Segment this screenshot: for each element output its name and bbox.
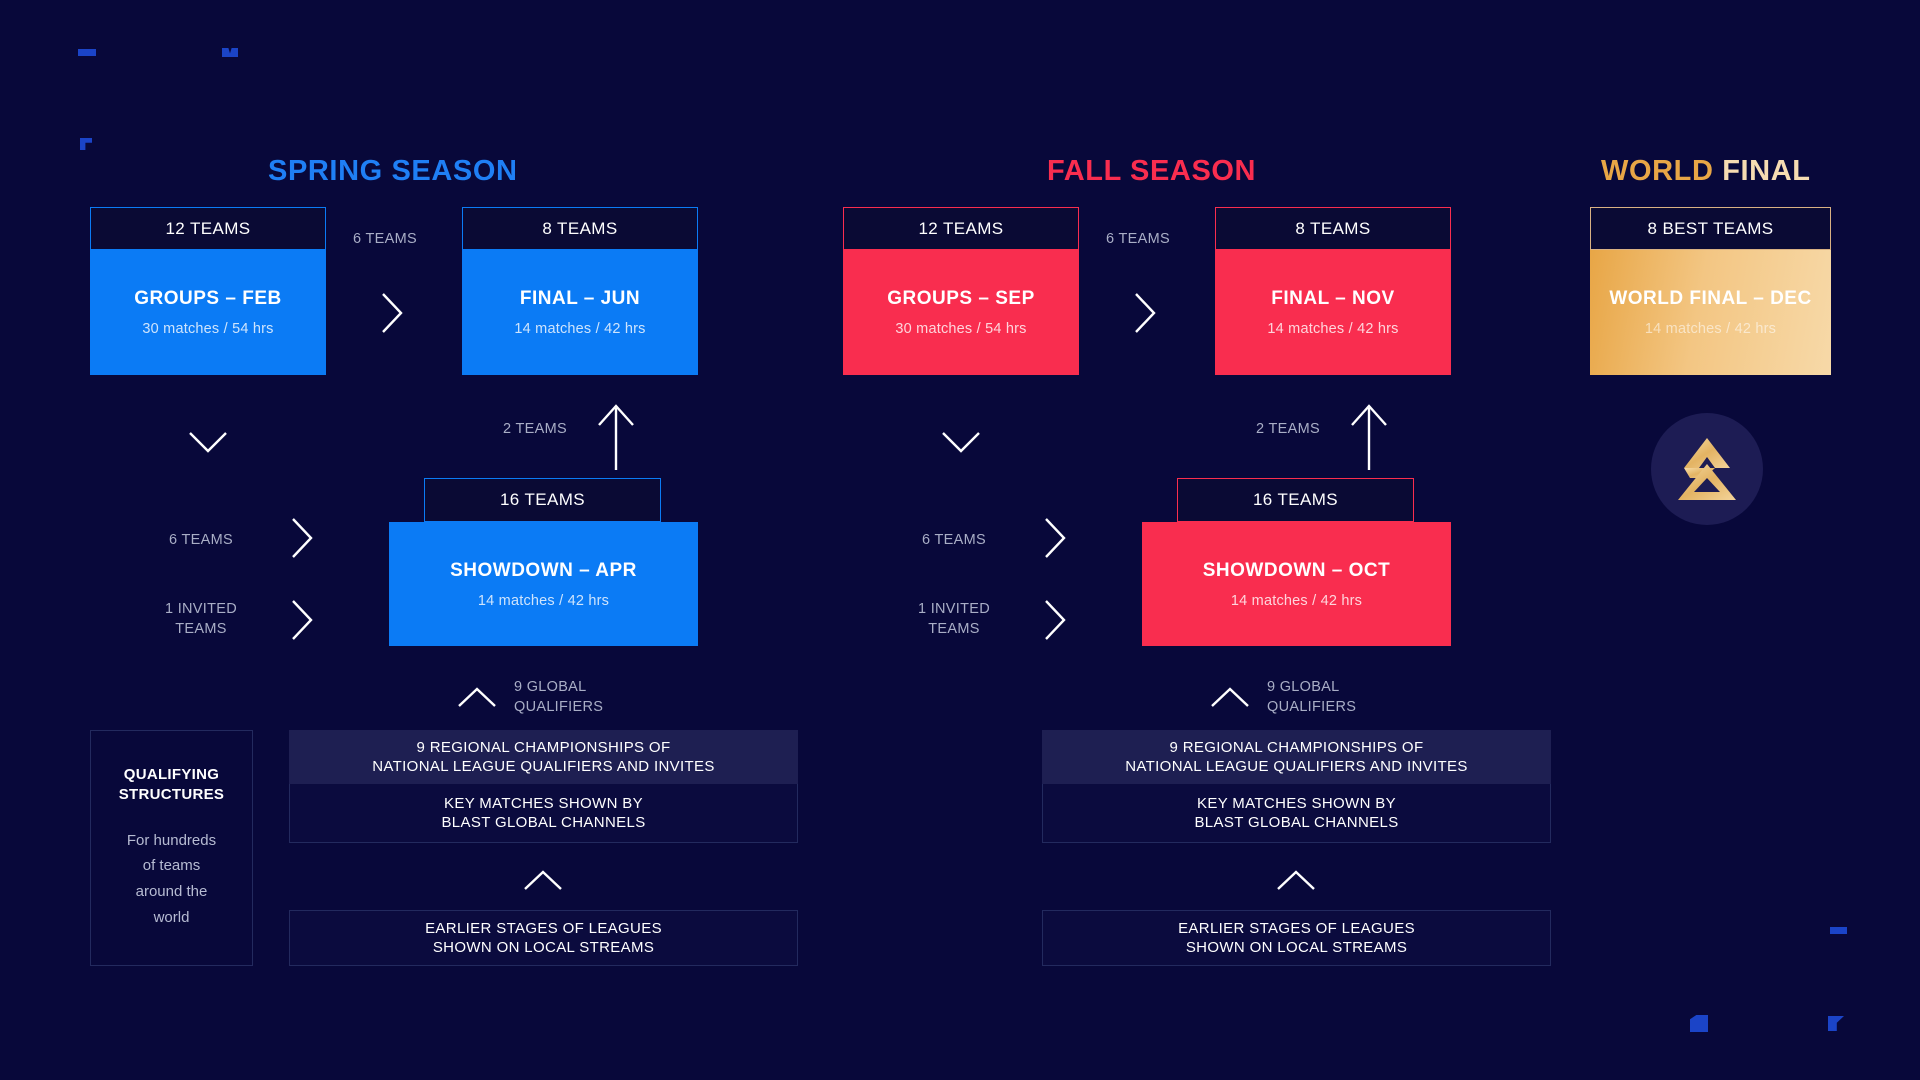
decor-speck-bottom-left-lower (1690, 1015, 1708, 1032)
band-spring-regional: 9 REGIONAL CHAMPIONSHIPS OF NATIONAL LEA… (289, 730, 798, 784)
card-fall-showdown-title: SHOWDOWN – OCT (1202, 559, 1391, 581)
chevron-right-icon-fall-mid (1041, 515, 1069, 561)
season-title-fall: FALL SEASON (1047, 155, 1257, 187)
connector-label-spring-invited-to-showdown: 1 INVITED TEAMS (165, 601, 237, 637)
card-spring-final-sub: 14 matches / 42 hrs (514, 321, 646, 337)
card-fall-showdown-sub: 14 matches / 42 hrs (1230, 592, 1363, 609)
chevron-right-icon-spring-mid (288, 515, 316, 561)
season-title-spring: SPRING SEASON (268, 155, 518, 187)
chevron-right-icon-fall-lower (1041, 597, 1069, 643)
connector-label-spring-global-qualifiers: 9 GLOBAL QUALIFIERS (514, 679, 604, 715)
card-spring-showdown-title: SHOWDOWN – APR (450, 559, 637, 581)
qualifying-structures-sub: For hundreds of teams around the world (126, 831, 217, 927)
card-fall-groups-body: GROUPS – SEP 30 matches / 54 hrs (843, 250, 1079, 375)
card-spring-final-body: FINAL – JUN 14 matches / 42 hrs (462, 250, 698, 375)
card-spring-groups-title: GROUPS – FEB (134, 288, 282, 309)
card-spring-groups-body: GROUPS – FEB 30 matches / 54 hrs (90, 250, 326, 375)
connector-label-fall-groups-to-showdown: 6 TEAMS (922, 532, 986, 548)
band-spring-key-matches: KEY MATCHES SHOWN BY BLAST GLOBAL CHANNE… (289, 784, 798, 843)
chevron-up-icon-spring-earlier (521, 867, 565, 893)
card-fall-groups-sub: 30 matches / 54 hrs (895, 321, 1027, 337)
card-spring-groups-header: 12 TEAMS (90, 207, 326, 250)
card-fall-final-sub: 14 matches / 42 hrs (1267, 321, 1399, 337)
band-spring-earlier-stages: EARLIER STAGES OF LEAGUES SHOWN ON LOCAL… (289, 910, 798, 966)
chevron-right-icon-fall-top (1131, 290, 1159, 336)
qualifying-structures-title: QUALIFYING STRUCTURES (118, 766, 225, 804)
blast-logo (1651, 413, 1763, 525)
decor-speck-top-left (78, 49, 96, 56)
decor-speck-bottom-right-lower (1828, 1016, 1844, 1031)
card-fall-final-header: 8 TEAMS (1215, 207, 1451, 250)
decor-speck-top-mid (222, 48, 238, 57)
connector-label-fall-invited-to-showdown: 1 INVITED TEAMS (918, 601, 990, 637)
chevron-up-icon-fall-earlier (1274, 867, 1318, 893)
arrow-up-icon-spring (594, 400, 638, 472)
card-world-final-body: WORLD FINAL – DEC 14 matches / 42 hrs (1590, 250, 1831, 375)
connector-label-spring-groups-to-showdown: 6 TEAMS (169, 532, 233, 548)
blast-logo-icon (1678, 438, 1736, 500)
band-fall-earlier-stages: EARLIER STAGES OF LEAGUES SHOWN ON LOCAL… (1042, 910, 1551, 966)
card-spring-groups-sub: 30 matches / 54 hrs (142, 321, 274, 337)
card-spring-showdown-header: 16 TEAMS (424, 478, 661, 522)
chevron-up-icon-spring-qualifiers (455, 684, 499, 710)
card-fall-final-title: FINAL – NOV (1271, 288, 1395, 309)
card-fall-groups-header: 12 TEAMS (843, 207, 1079, 250)
band-fall-regional: 9 REGIONAL CHAMPIONSHIPS OF NATIONAL LEA… (1042, 730, 1551, 784)
card-spring-final-title: FINAL – JUN (519, 288, 641, 309)
decor-speck-bottom-right-upper (1830, 927, 1847, 934)
card-fall-showdown-body: SHOWDOWN – OCT 14 matches / 42 hrs (1142, 522, 1451, 646)
card-world-final-sub: 14 matches / 42 hrs (1644, 321, 1777, 337)
card-fall-showdown-header: 16 TEAMS (1177, 478, 1414, 522)
card-world-final-header: 8 BEST TEAMS (1590, 207, 1831, 250)
connector-label-fall-global-qualifiers: 9 GLOBAL QUALIFIERS (1267, 679, 1357, 715)
connector-label-spring-groups-to-final: 6 TEAMS (353, 231, 417, 247)
chevron-down-icon-spring (186, 428, 230, 456)
world-final-title-prefix: WORLD (1601, 155, 1714, 187)
chevron-up-icon-fall-qualifiers (1208, 684, 1252, 710)
connector-label-spring-showdown-to-final: 2 TEAMS (503, 421, 567, 437)
chevron-right-icon-spring-lower (288, 597, 316, 643)
chevron-right-icon-spring-top (378, 290, 406, 336)
card-world-final-title: WORLD FINAL – DEC (1609, 288, 1812, 309)
season-title-world-final: WORLD FINAL (1601, 155, 1811, 188)
band-fall-key-matches: KEY MATCHES SHOWN BY BLAST GLOBAL CHANNE… (1042, 784, 1551, 843)
world-final-title-suffix: FINAL (1722, 155, 1811, 187)
qualifying-structures-box: QUALIFYING STRUCTURES For hundreds of te… (90, 730, 253, 966)
card-spring-showdown-body: SHOWDOWN – APR 14 matches / 42 hrs (389, 522, 698, 646)
card-spring-showdown-sub: 14 matches / 42 hrs (477, 592, 610, 609)
arrow-up-icon-fall (1347, 400, 1391, 472)
connector-label-fall-showdown-to-final: 2 TEAMS (1256, 421, 1320, 437)
card-fall-groups-title: GROUPS – SEP (887, 288, 1035, 309)
card-spring-final-header: 8 TEAMS (462, 207, 698, 250)
decor-speck-left (80, 138, 92, 150)
connector-label-fall-groups-to-final: 6 TEAMS (1106, 231, 1170, 247)
chevron-down-icon-fall (939, 428, 983, 456)
card-fall-final-body: FINAL – NOV 14 matches / 42 hrs (1215, 250, 1451, 375)
